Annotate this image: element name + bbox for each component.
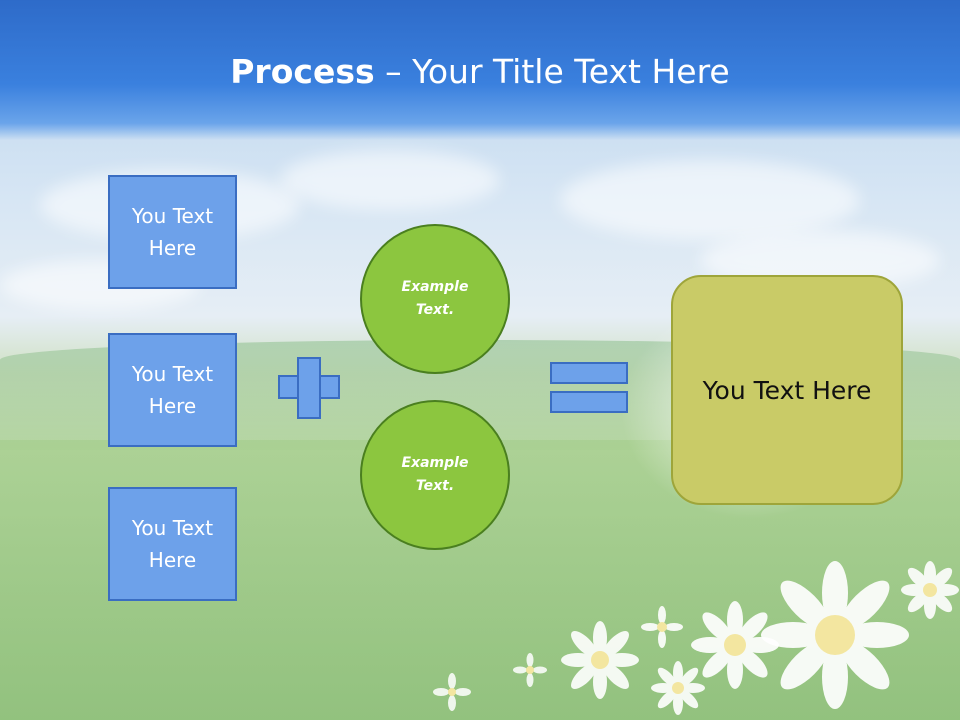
equals-bottom-bar <box>550 391 628 413</box>
example-circle-2: Example Text. <box>360 400 510 550</box>
cloud <box>280 150 500 210</box>
daisy-icon <box>651 661 705 715</box>
title-bold: Process <box>230 52 375 91</box>
daisy-icon <box>513 653 547 687</box>
input-box-3: You Text Here <box>108 487 237 601</box>
plus-center-fill <box>299 377 319 397</box>
daisy-icon <box>561 621 639 699</box>
slide-title: Process – Your Title Text Here <box>0 52 960 91</box>
equals-top-bar <box>550 362 628 384</box>
cloud <box>560 160 860 240</box>
daisy-icon <box>691 601 779 689</box>
result-box: You Text Here <box>671 275 903 505</box>
daisy-icon <box>433 673 471 711</box>
daisy-icon <box>641 606 683 648</box>
title-rest: – Your Title Text Here <box>374 52 730 91</box>
example-circle-1: Example Text. <box>360 224 510 374</box>
daisy-icon <box>761 561 909 709</box>
daisy-icon <box>901 561 959 619</box>
input-box-2: You Text Here <box>108 333 237 447</box>
title-band <box>0 0 960 140</box>
input-box-1: You Text Here <box>108 175 237 289</box>
